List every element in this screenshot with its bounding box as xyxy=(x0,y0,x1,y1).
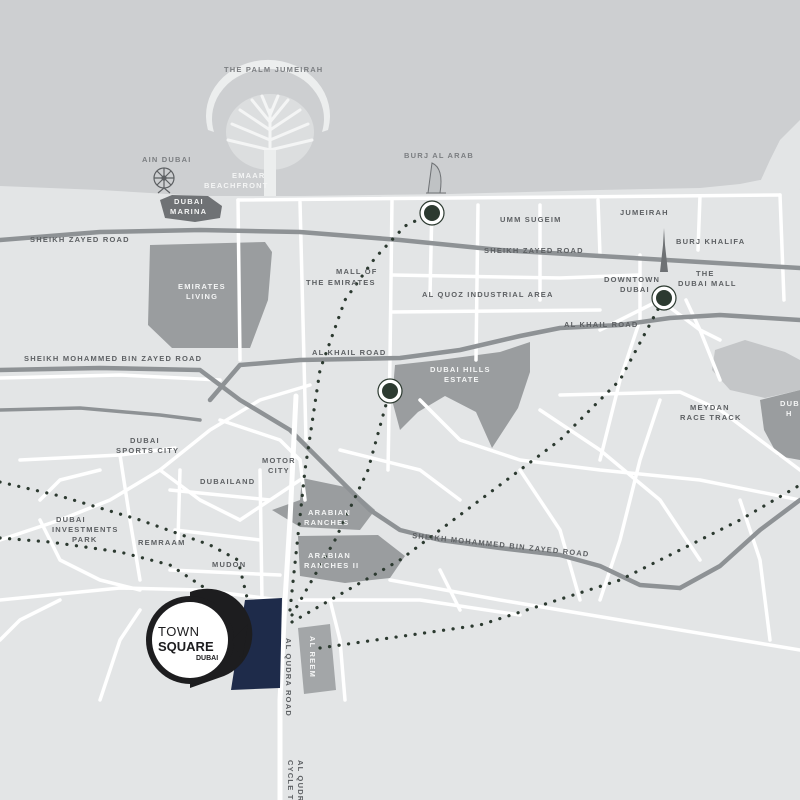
label-hills-2: ESTATE xyxy=(444,375,480,384)
label-ranches-2: RANCHES xyxy=(304,518,350,527)
label-burj-khalifa: BURJ KHALIFA xyxy=(676,237,745,246)
label-burj-al-arab: BURJ AL ARAB xyxy=(404,151,474,160)
town-square-logo-pin[interactable]: TOWN SQUARE DUBAI xyxy=(146,588,253,688)
label-ranches2-1: ARABIAN xyxy=(308,551,351,560)
label-dubai-h-1: DUBAI xyxy=(780,399,800,408)
sheikh-zayed-road-line xyxy=(0,227,800,271)
ras-al-khor-area xyxy=(712,340,800,398)
dubai-creek-area xyxy=(760,390,800,460)
marker-burj-al-arab[interactable] xyxy=(419,200,445,226)
label-umm-sugeim: UMM SUGEIM xyxy=(500,215,562,224)
port-rashid-coast xyxy=(760,120,800,190)
label-meydan-1: MEYDAN xyxy=(690,403,730,412)
label-remraam: REMRAAM xyxy=(138,538,186,547)
label-dip-2: INVESTMENTS xyxy=(52,525,119,534)
sea xyxy=(0,0,800,196)
burj-al-arab-icon xyxy=(426,162,446,194)
label-al-reem: AL REEM xyxy=(308,636,317,678)
label-mudon: MUDON xyxy=(212,560,246,569)
label-smbz-west: SHEIKH MOHAMMED BIN ZAYED ROAD xyxy=(24,354,202,363)
route-to-east xyxy=(318,483,800,650)
label-cycle-1: AL QUDRA xyxy=(296,760,305,800)
label-marina-1: DUBAI xyxy=(174,197,204,206)
label-al-quoz: AL QUOZ INDUSTRIAL AREA xyxy=(422,290,554,299)
label-dubai-mall-1: THE xyxy=(696,269,715,278)
label-sports-city-2: SPORTS CITY xyxy=(116,446,179,455)
label-jumeirah: JUMEIRAH xyxy=(620,208,669,217)
label-moe-2: THE EMIRATES xyxy=(306,278,376,287)
label-emirates-1: EMIRATES xyxy=(178,282,226,291)
label-dubai-mall-2: DUBAI MALL xyxy=(678,279,737,288)
highways xyxy=(0,227,800,800)
districts xyxy=(148,195,800,694)
label-ranches2-2: RANCHES II xyxy=(304,561,359,570)
ain-dubai-icon xyxy=(153,167,175,194)
label-motor-city-2: CITY xyxy=(268,466,290,475)
logo-line-dubai: DUBAI xyxy=(196,655,218,662)
smbz-secondary-line xyxy=(0,406,202,422)
label-emaar-1: EMAAR xyxy=(232,171,266,180)
smbz-road-east-line xyxy=(677,497,800,591)
label-ain-dubai: AIN DUBAI xyxy=(142,155,192,164)
label-sports-city-1: DUBAI xyxy=(130,436,160,445)
palm-jumeirah-island xyxy=(205,59,330,196)
route-to-burj-al-arab xyxy=(288,211,434,612)
label-meydan-2: RACE TRACK xyxy=(680,413,742,422)
dubai-hills-area xyxy=(392,342,530,448)
logo-line-town: TOWN xyxy=(158,624,199,639)
marker-dubai-hills[interactable] xyxy=(377,378,403,404)
cycle-track-line xyxy=(328,598,347,702)
label-szr-east: SHEIKH ZAYED ROAD xyxy=(484,246,584,255)
label-al-qudra: AL QUDRA ROAD xyxy=(284,638,293,717)
label-dubailand: DUBAILAND xyxy=(200,477,255,486)
label-palm: THE PALM JUMEIRAH xyxy=(224,65,323,74)
smbz-road-west-line xyxy=(0,365,683,591)
label-dip-1: DUBAI xyxy=(56,515,86,524)
map-labels: THE PALM JUMEIRAH AIN DUBAI EMAAR BEACHF… xyxy=(24,65,800,800)
label-motor-city-1: MOTOR xyxy=(262,456,296,465)
route-from-west-1 xyxy=(0,480,252,612)
al-khail-road-line xyxy=(207,312,800,403)
label-downtown-1: DOWNTOWN xyxy=(604,275,660,284)
label-downtown-2: DUBAI xyxy=(620,285,650,294)
label-emaar-2: BEACHFRONT xyxy=(204,181,269,190)
label-moe-1: MALL OF xyxy=(336,267,378,276)
arabian-ranches-ii-area xyxy=(298,535,405,583)
route-from-west-2 xyxy=(0,536,222,600)
label-cycle-2: CYCLE T xyxy=(286,760,295,800)
label-marina-2: MARINA xyxy=(170,207,207,216)
al-reem-area xyxy=(298,624,336,694)
label-hills-1: DUBAI HILLS xyxy=(430,365,491,374)
dotted-routes xyxy=(0,211,800,650)
label-al-khail-west: AL KHAIL ROAD xyxy=(312,348,387,357)
label-ranches-1: ARABIAN xyxy=(308,508,351,517)
marker-downtown[interactable] xyxy=(651,285,677,311)
al-qudra-road-line xyxy=(277,393,299,800)
logo-line-square: SQUARE xyxy=(158,639,214,654)
label-al-khail-east: AL KHAIL ROAD xyxy=(564,320,639,329)
label-dubai-h-2: H xyxy=(786,409,793,418)
route-to-dubai-hills xyxy=(290,388,392,617)
dubai-marina-area xyxy=(160,195,222,222)
label-dip-3: PARK xyxy=(72,535,98,544)
burj-khalifa-icon xyxy=(660,228,668,272)
label-emirates-2: LIVING xyxy=(186,292,218,301)
label-szr-west: SHEIKH ZAYED ROAD xyxy=(30,235,130,244)
